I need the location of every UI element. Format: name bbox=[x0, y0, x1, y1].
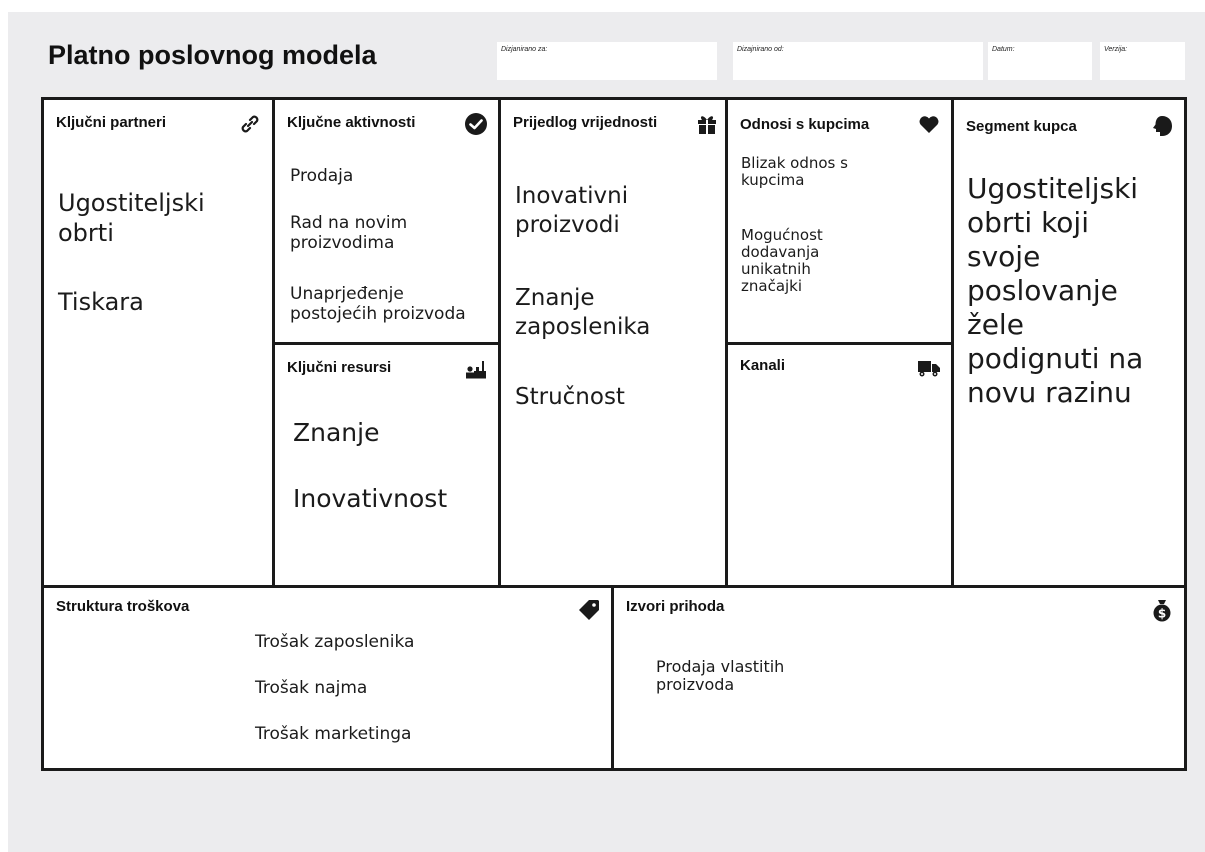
customer-segments-item: Ugostiteljski obrti koji svoje poslovanj… bbox=[967, 172, 1144, 409]
designed-by-field[interactable]: Dizajnirano od: bbox=[733, 42, 983, 80]
cost-structure-heading: Struktura troškova bbox=[56, 598, 190, 615]
channels-block: Kanali bbox=[725, 342, 954, 588]
revenue-streams-item: Prodaja vlastitih proizvoda bbox=[656, 657, 785, 694]
key-partners-block: Ključni partneri Ugostiteljski obrti Tis… bbox=[41, 97, 275, 588]
key-activities-heading: Ključne aktivnosti bbox=[287, 114, 416, 131]
heart-icon bbox=[917, 112, 941, 136]
key-resources-block: Ključni resursi Znanje Inovativnost bbox=[272, 342, 501, 588]
cost-structure-item: Trošak zaposlenika bbox=[255, 632, 415, 652]
checkmark-circle-icon bbox=[464, 112, 488, 136]
customer-segments-heading: Segment kupca bbox=[966, 118, 1077, 135]
key-resources-heading: Ključni resursi bbox=[287, 359, 392, 376]
factory-worker-icon bbox=[464, 357, 488, 381]
money-bag-icon: $ bbox=[1150, 598, 1174, 622]
customer-relationships-heading: Odnosi s kupcima bbox=[740, 116, 870, 133]
version-field[interactable]: Verzija: bbox=[1100, 42, 1185, 80]
value-proposition-item: Stručnost bbox=[515, 384, 625, 410]
customer-segments-block: Segment kupca Ugostiteljski obrti koji s… bbox=[951, 97, 1187, 588]
cost-structure-item: Trošak marketinga bbox=[255, 724, 412, 744]
revenue-streams-block: Izvori prihoda $ Prodaja vlastitih proiz… bbox=[611, 585, 1187, 771]
date-label: Datum: bbox=[992, 46, 1015, 53]
value-proposition-heading: Prijedlog vrijednosti bbox=[513, 114, 658, 131]
designed-for-label: Dizjanirano za: bbox=[501, 46, 548, 53]
value-proposition-item: Inovativni proizvodi bbox=[515, 183, 629, 238]
cost-structure-block: Struktura troškova Trošak zaposlenika Tr… bbox=[41, 585, 614, 771]
price-tag-icon bbox=[577, 598, 601, 622]
business-model-canvas: Ključni partneri Ugostiteljski obrti Tis… bbox=[41, 97, 1187, 771]
channels-heading: Kanali bbox=[740, 357, 786, 374]
key-partners-item: Ugostiteljski obrti bbox=[58, 189, 205, 247]
key-activities-block: Ključne aktivnosti Prodaja Rad na novim … bbox=[272, 97, 501, 345]
value-proposition-item: Znanje zaposlenika bbox=[515, 285, 651, 340]
key-activities-item: Prodaja bbox=[290, 166, 354, 186]
version-label: Verzija: bbox=[1104, 46, 1128, 53]
revenue-streams-heading: Izvori prihoda bbox=[626, 598, 725, 615]
key-partners-item: Tiskara bbox=[58, 288, 144, 316]
page-title: Platno poslovnog modela bbox=[48, 40, 377, 70]
date-field[interactable]: Datum: bbox=[988, 42, 1092, 80]
designed-for-field[interactable]: Dizjanirano za: bbox=[497, 42, 717, 80]
head-icon bbox=[1150, 114, 1174, 138]
value-proposition-block: Prijedlog vrijednosti Inovativni proizvo… bbox=[498, 97, 728, 588]
customer-relationships-item: Blizak odnos s kupcima bbox=[741, 154, 848, 189]
customer-relationships-item: Mogućnost dodavanja unikatnih značajki bbox=[741, 226, 823, 295]
truck-icon bbox=[917, 355, 941, 379]
key-activities-item: Rad na novim proizvodima bbox=[290, 213, 408, 253]
key-activities-item: Unaprjeđenje postojećih proizvoda bbox=[290, 284, 466, 324]
gift-icon bbox=[695, 112, 719, 136]
customer-relationships-block: Odnosi s kupcima Blizak odnos s kupcima … bbox=[725, 97, 954, 345]
key-resources-item: Inovativnost bbox=[293, 484, 448, 513]
key-partners-heading: Ključni partneri bbox=[56, 114, 167, 131]
link-icon bbox=[238, 112, 262, 136]
designed-by-label: Dizajnirano od: bbox=[737, 46, 784, 53]
key-resources-item: Znanje bbox=[293, 418, 380, 447]
svg-text:$: $ bbox=[1158, 607, 1166, 621]
cost-structure-item: Trošak najma bbox=[255, 678, 368, 698]
